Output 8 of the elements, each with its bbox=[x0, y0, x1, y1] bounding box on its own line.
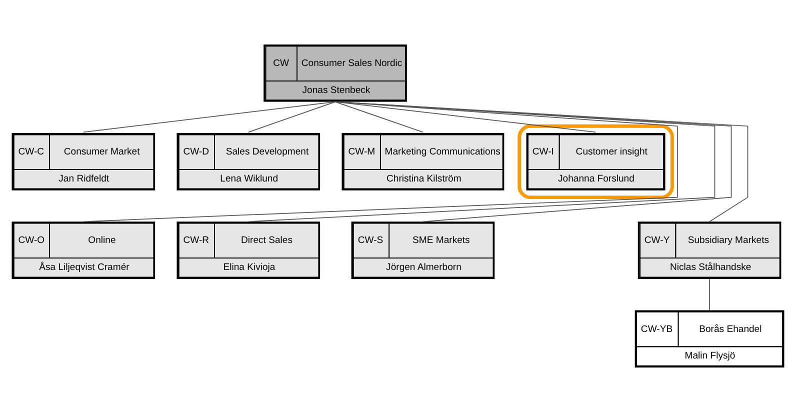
connector bbox=[82, 101, 336, 133]
connector bbox=[334, 101, 424, 133]
connector bbox=[248, 101, 336, 133]
cluster bbox=[518, 124, 674, 200]
connector bbox=[82, 101, 678, 222]
connector bbox=[709, 278, 710, 311]
connector bbox=[248, 101, 716, 222]
connector bbox=[334, 101, 596, 133]
